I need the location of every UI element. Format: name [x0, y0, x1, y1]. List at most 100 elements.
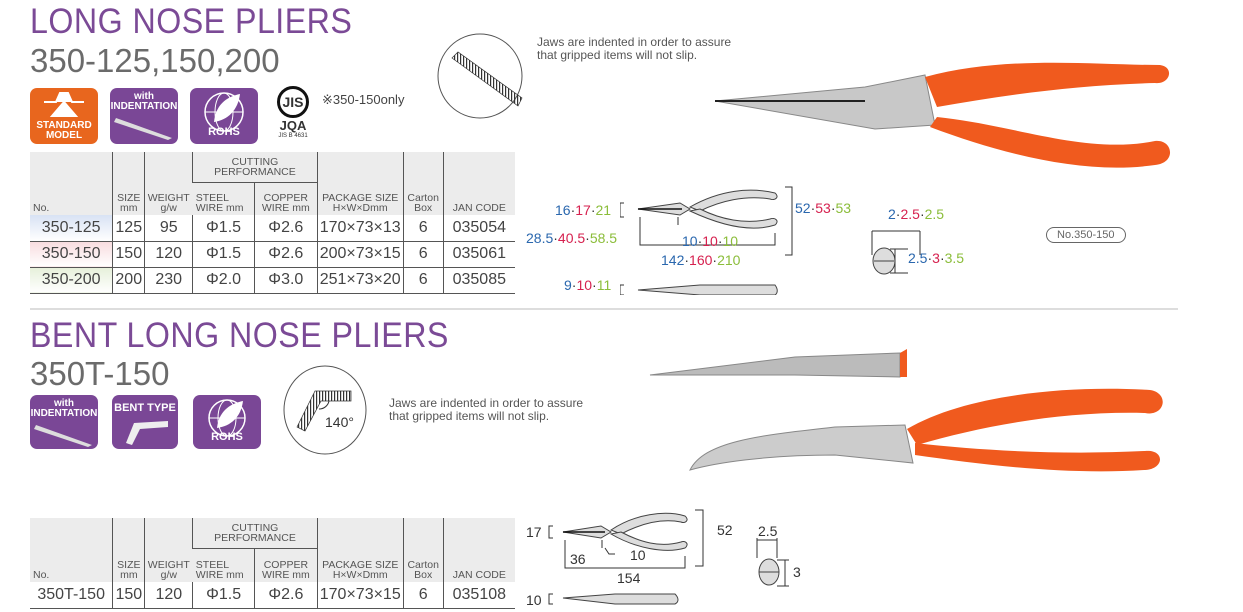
section1-models: 350-125,150,200 [30, 42, 280, 79]
globe-leaf-icon [204, 92, 244, 132]
dim-length: 154 [617, 570, 641, 586]
jaw-note-line: Jaws are indented in order to assure [389, 396, 584, 410]
bent-jaw-icon [126, 421, 168, 445]
cell-weight: 230 [144, 267, 193, 294]
cell-package: 170×73×15 [316, 582, 404, 609]
standard-model-icon [44, 92, 84, 117]
badge-text: MODEL [45, 130, 83, 141]
cell-jan: 035061 [442, 241, 515, 268]
cell-carton: 6 [402, 582, 444, 609]
cell-carton: 6 [402, 267, 444, 294]
cell-size: 150 [112, 241, 145, 268]
cell-no: 350-125 [30, 215, 113, 242]
jis-note: ※350-150only [322, 92, 405, 107]
cell-size: 150 [112, 582, 145, 609]
cell-steel: Φ1.5 [192, 241, 255, 268]
indentation-badge: with INDENTATION [30, 395, 98, 449]
dim-height: 52 [717, 522, 733, 538]
jaw-detail-icon [437, 33, 523, 119]
cell-package: 251×73×20 [316, 267, 404, 294]
dim-tip-height: 17 [526, 524, 542, 540]
badge-text: with [134, 91, 154, 102]
section1-title: LONG NOSE PLIERS [30, 2, 353, 41]
dim-tip-width: 2·2.5·2.5 [888, 206, 945, 222]
cell-weight: 120 [144, 241, 193, 268]
cell-steel: Φ2.0 [192, 267, 255, 294]
cell-copper: Φ3.0 [253, 267, 318, 294]
badge-text: with [54, 398, 74, 409]
dim-tip-thickness: 3 [793, 564, 801, 580]
col-jan: JAN CODE [442, 152, 515, 215]
cell-no: 350T-150 [30, 582, 113, 609]
long-nose-pliers-photo [715, 62, 1171, 168]
table-row: 350-200 200 230 Φ2.0 Φ3.0 251×73×20 6 03… [30, 267, 515, 294]
dim-tip-height: 16·17·21 [555, 202, 612, 218]
dim-jaw-width: 10 [630, 547, 646, 563]
col-no: No. [30, 152, 113, 215]
rohs-badge: ROHS [193, 395, 261, 449]
serrated-jaw-icon [34, 425, 92, 447]
table-row: 350T-150 150 120 Φ1.5 Φ2.6 170×73×15 6 0… [30, 582, 515, 609]
section2-title: BENT LONG NOSE PLIERS [30, 316, 449, 355]
cell-no: 350-200 [30, 267, 113, 294]
globe-leaf-icon [208, 399, 246, 437]
table-row: 350-125 125 95 Φ1.5 Φ2.6 170×73×13 6 035… [30, 215, 515, 242]
cell-jan: 035054 [442, 215, 515, 242]
cell-size: 200 [112, 267, 145, 294]
dim-length: 142·160·210 [661, 252, 741, 268]
jis-logo: JIS [277, 86, 309, 118]
photo-label: No.350-150 [1046, 227, 1126, 243]
cell-steel: Φ1.5 [192, 582, 255, 609]
cell-copper: Φ2.6 [253, 241, 318, 268]
cell-copper: Φ2.6 [253, 215, 318, 242]
badge-text: ROHS [211, 431, 243, 443]
bent-jaw-detail-icon [283, 365, 367, 455]
cell-package: 200×73×15 [316, 241, 404, 268]
jaw-note: Jaws are indented in order to assure tha… [389, 397, 583, 423]
col-jan: JAN CODE [442, 518, 515, 582]
dim-thickness: 9·10·11 [564, 277, 612, 293]
dim-jaw-width: 10·10·10 [682, 233, 739, 249]
jis-standard: JIS B 4631 [278, 133, 308, 139]
cell-carton: 6 [402, 215, 444, 242]
badge-text: INDENTATION [110, 101, 178, 112]
section2-models: 350T-150 [30, 355, 170, 392]
bent-type-badge: BENT TYPE [112, 395, 178, 449]
section2-dimension-drawing [548, 509, 789, 605]
section-divider [30, 308, 1178, 310]
dim-jaw-length: 28.5·40.5·58.5 [526, 230, 618, 246]
badge-text: BENT TYPE [114, 402, 176, 414]
col-no: No. [30, 518, 113, 582]
dim-tip-thickness: 2.5·3·3.5 [908, 250, 965, 266]
cell-weight: 95 [144, 215, 193, 242]
cell-steel: Φ1.5 [192, 215, 255, 242]
cell-carton: 6 [402, 241, 444, 268]
badge-text: INDENTATION [30, 408, 98, 419]
jis-mark: JIS JQA JIS B 4631 [272, 86, 314, 139]
jaw-note-line: Jaws are indented in order to assure [537, 35, 732, 49]
bend-angle: 140° [325, 414, 354, 430]
badge-text: STANDARD [36, 120, 92, 131]
badge-text: ROHS [208, 126, 240, 138]
cell-package: 170×73×13 [316, 215, 404, 242]
cell-jan: 035108 [442, 582, 515, 609]
jaw-note-line: that gripped items will not slip. [389, 409, 550, 423]
jaw-note-line: that gripped items will not slip. [537, 48, 698, 62]
cell-size: 125 [112, 215, 145, 242]
cell-jan: 035085 [442, 267, 515, 294]
